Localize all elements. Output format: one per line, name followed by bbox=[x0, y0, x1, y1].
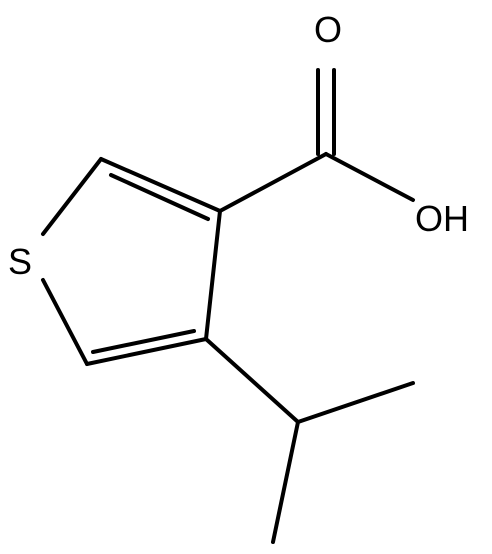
bond-c5-s bbox=[41, 278, 89, 366]
bond-c3-carboxyl bbox=[218, 152, 328, 213]
bond-c4-c5-inner bbox=[91, 329, 196, 354]
bond-c2-c3-inner bbox=[109, 173, 210, 221]
hydroxyl-group-label: OH bbox=[415, 198, 469, 239]
bond-c3-c4 bbox=[204, 209, 222, 341]
bond-c2-c3 bbox=[99, 157, 222, 213]
bond-ch-methyl-2 bbox=[271, 420, 300, 544]
bond-ch-methyl-1 bbox=[296, 381, 415, 424]
bond-carboxyl-oh bbox=[324, 152, 415, 202]
sulfur-atom-label: S bbox=[8, 241, 32, 282]
bond-c4-ch bbox=[204, 337, 300, 424]
oxygen-atom-label: O bbox=[314, 9, 342, 50]
bond-s-c2 bbox=[41, 157, 103, 236]
bond-c4-c5 bbox=[85, 337, 208, 366]
